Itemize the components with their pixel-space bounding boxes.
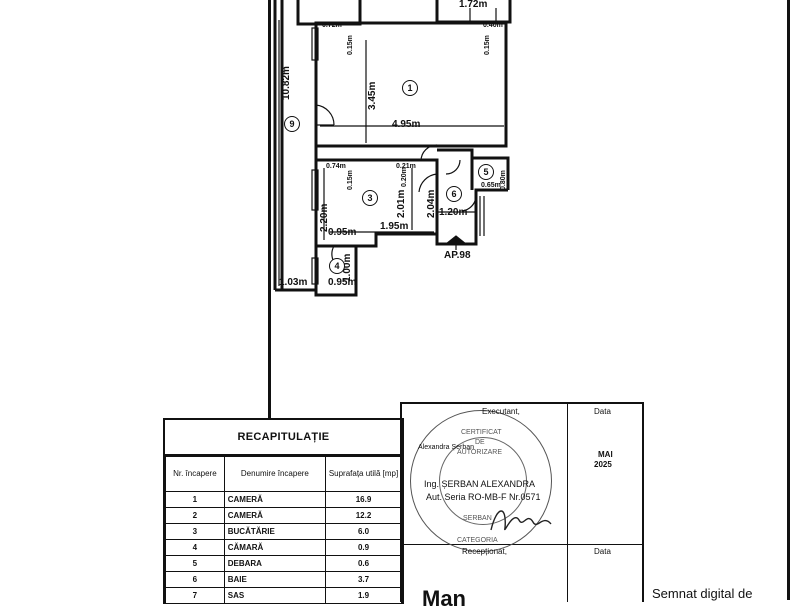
cell-area: 3.7 xyxy=(325,571,402,588)
room-number-6: 6 xyxy=(446,186,462,202)
cell-area: 0.6 xyxy=(325,555,402,572)
executant-divider-horizontal xyxy=(402,544,642,545)
signature-icon xyxy=(490,510,552,531)
dim-4-95: 4.95m xyxy=(392,119,421,130)
room-number-5: 5 xyxy=(478,164,494,180)
stamp-text-1: CERTIFICAT xyxy=(461,429,502,436)
recap-header-name: Denumire încapere xyxy=(223,456,327,492)
dim-0-95b: 0.95m xyxy=(328,277,357,288)
dim-0-20: 0.20m xyxy=(401,167,408,187)
cell-nr: 6 xyxy=(165,571,225,588)
recap-header-row: Nr. încapere Denumire încapere Suprafața… xyxy=(165,456,402,492)
cell-name: SAS xyxy=(223,587,327,604)
bottom-left-text: Man xyxy=(422,586,466,611)
recap-table: RECAPITULAȚIE Nr. încapere Denumire înca… xyxy=(163,418,404,604)
recap-title: RECAPITULAȚIE xyxy=(165,420,402,456)
cell-name: CAMERĂ xyxy=(223,491,327,508)
dim-0-15a: 0.15m xyxy=(347,35,354,55)
stamp-text-3: AUTORIZARE xyxy=(457,449,502,456)
cell-nr: 4 xyxy=(165,539,225,556)
cell-name: BUCĂTĂRIE xyxy=(223,523,327,540)
plan-details xyxy=(278,8,504,286)
digital-signature-label: Semnat digital de xyxy=(652,586,753,601)
dim-3-45: 3.45m xyxy=(367,81,378,110)
dim-2-04: 2.04m xyxy=(426,189,437,218)
dim-0-15c: 0.15m xyxy=(347,170,354,190)
executant-divider-vertical xyxy=(567,404,568,602)
dim-0-40: 0.40m xyxy=(483,22,503,29)
dim-0-15b: 0.15m xyxy=(484,35,491,55)
page-edge-left xyxy=(268,0,271,600)
apartment-label: AP.98 xyxy=(444,250,471,261)
cell-area: 1.9 xyxy=(325,587,402,604)
dim-0-95a: 0.95m xyxy=(328,227,357,238)
date-month: MAI xyxy=(598,450,613,459)
signer-small: Alexandra Șerban xyxy=(418,444,475,451)
cell-nr: 7 xyxy=(165,587,225,604)
cell-area: 0.9 xyxy=(325,539,402,556)
plan-walls xyxy=(273,0,512,297)
authorization-number: Aut. Seria RO-MB-F Nr.0571 xyxy=(426,492,541,502)
date-header-2: Data xyxy=(594,547,611,556)
cell-nr: 2 xyxy=(165,507,225,524)
recap-header-nr: Nr. încapere xyxy=(165,456,225,492)
dim-1-03: 1.03m xyxy=(279,277,308,288)
date-header: Data xyxy=(594,407,611,416)
dim-1-95: 1.95m xyxy=(380,221,409,232)
stamp-text-5: CATEGORIA xyxy=(457,537,498,544)
page-edge-right xyxy=(787,0,790,600)
cell-name: BAIE xyxy=(223,571,327,588)
date-year: 2025 xyxy=(594,460,612,469)
stamp-inner-ring xyxy=(439,437,527,525)
executant-box: CERTIFICAT DE AUTORIZARE ȘERBAN CATEGORI… xyxy=(400,402,644,611)
room-number-1: 1 xyxy=(402,80,418,96)
dim-2-01: 2.01m xyxy=(396,189,407,218)
engineer-name: Ing. ȘERBAN ALEXANDRA xyxy=(424,479,536,489)
cell-area: 16.9 xyxy=(325,491,402,508)
dim-0-65: 0.65m xyxy=(481,182,501,189)
room-number-3: 3 xyxy=(362,190,378,206)
received-label: Recepționat, xyxy=(462,547,507,556)
dim-10-82: 10.82m xyxy=(281,66,292,100)
cell-nr: 3 xyxy=(165,523,225,540)
authorization-stamp: CERTIFICAT DE AUTORIZARE ȘERBAN CATEGORI… xyxy=(410,410,552,552)
recap-header-area: Suprafața utilă [mp] xyxy=(325,456,402,492)
cell-area: 6.0 xyxy=(325,523,402,540)
cell-name: DEBARA xyxy=(223,555,327,572)
executant-label: Executant, xyxy=(482,407,520,416)
dim-1-20: 1.20m xyxy=(439,207,468,218)
stamp-text-4: ȘERBAN xyxy=(463,515,492,522)
room-number-9: 9 xyxy=(284,116,300,132)
dim-1-72: 1.72m xyxy=(459,0,488,10)
stamp-text-2: DE xyxy=(475,439,485,446)
room-number-4: 4 xyxy=(329,258,345,274)
cell-nr: 5 xyxy=(165,555,225,572)
dim-0-80: 0.80m xyxy=(500,170,507,190)
dim-0-21: 0.21m xyxy=(396,163,416,170)
cell-name: CAMERĂ xyxy=(223,507,327,524)
cell-area: 12.2 xyxy=(325,507,402,524)
dim-0-74: 0.74m xyxy=(326,163,346,170)
cell-nr: 1 xyxy=(165,491,225,508)
cell-name: CĂMARĂ xyxy=(223,539,327,556)
dim-0-72: 0.72m xyxy=(322,22,342,29)
